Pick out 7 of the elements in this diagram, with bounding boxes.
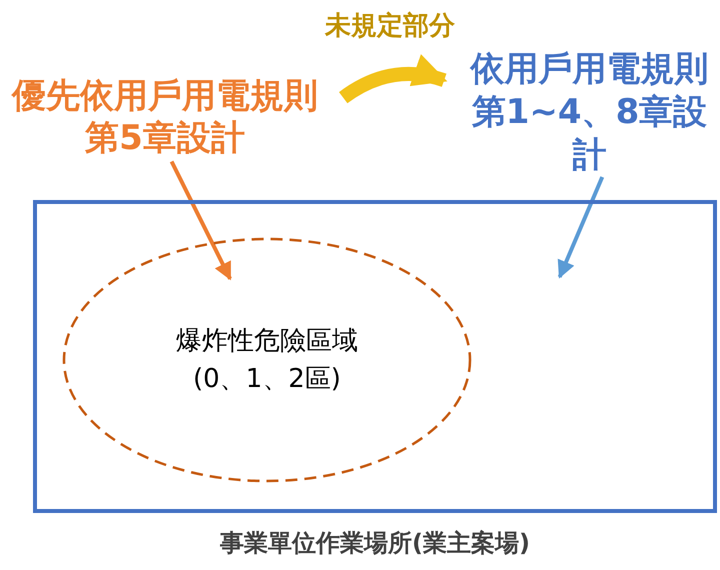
arrow bbox=[558, 176, 604, 279]
note-text: 優先依用戶用電規則第5章設計 bbox=[0, 75, 330, 159]
note-text: 依用戶用電規則第1~4、8章設計 bbox=[462, 48, 717, 177]
zone-label: 爆炸性危險區域(0、1、2區) bbox=[175, 325, 359, 396]
arrow bbox=[170, 160, 232, 280]
area-caption: 事業單位作業場所(業主案場) bbox=[219, 528, 531, 559]
arrow bbox=[339, 54, 448, 104]
